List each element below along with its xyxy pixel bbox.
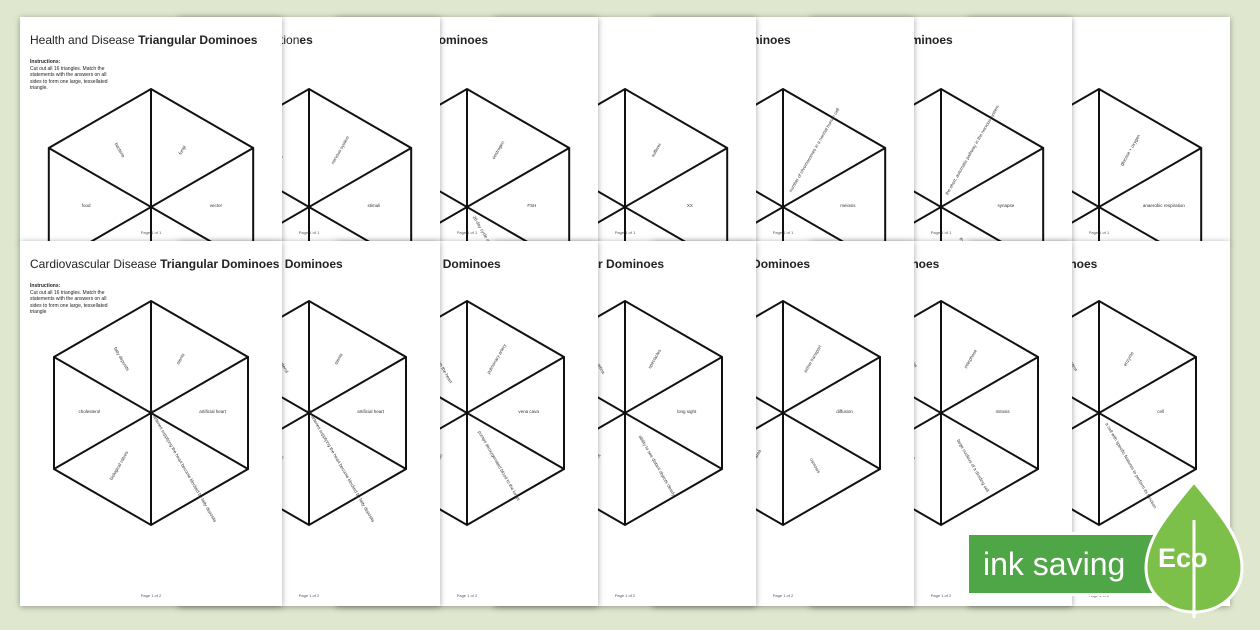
domino-label: anaerobic respiration <box>1143 203 1186 208</box>
instructions: Instructions:Cut out all 16 triangles. M… <box>30 59 116 92</box>
page-number: Page 1 of 1 <box>772 230 794 235</box>
domino-label: fungi <box>178 145 187 156</box>
page-number: Page 1 of 1 <box>298 230 320 235</box>
page-number: Page 1 of 1 <box>1088 230 1110 235</box>
page-number: Page 1 of 2 <box>772 593 794 598</box>
domino-label: XX <box>687 203 693 208</box>
domino-label: artificial heart <box>199 409 227 414</box>
domino-label: long sight <box>677 409 697 414</box>
page-number: Page 1 of 1 <box>614 230 636 235</box>
page-number: Page 1 of 1 <box>456 230 478 235</box>
domino-label: synapse <box>998 203 1015 208</box>
instructions-heading: Instructions: <box>30 59 61 65</box>
instructions-text: Cut out all 16 triangles. Match the stat… <box>30 289 108 316</box>
domino-label: cholesterol <box>79 409 101 414</box>
triangle-divider <box>53 356 249 470</box>
domino-label: diffusion <box>836 409 853 414</box>
title-text: Health and Disease <box>30 33 139 47</box>
eco-leaf-icon <box>1144 480 1244 618</box>
domino-label: food <box>82 203 91 208</box>
page-number: Page 1 of 2 <box>140 593 162 598</box>
page-number: Page 1 of 2 <box>614 593 636 598</box>
instructions-text: Cut out all 16 triangles. Match the stat… <box>30 65 108 92</box>
title-text: Cardiovascular Disease <box>30 257 161 271</box>
badge-text: ink saving <box>983 545 1126 582</box>
instructions-heading: Instructions: <box>30 283 61 289</box>
domino-label: artificial heart <box>357 409 385 414</box>
page-number: Page 1 of 2 <box>456 593 478 598</box>
domino-label: cell <box>1157 409 1164 414</box>
worksheet-title: Cardiovascular Disease Triangular Domino… <box>30 257 280 271</box>
domino-label: stents <box>175 352 186 366</box>
domino-label: meiosis <box>840 203 856 208</box>
triangle-divider <box>48 147 216 243</box>
worksheet-page: Cardiovascular Disease Triangular Domino… <box>20 241 282 606</box>
instructions: Instructions:Cut out all 16 triangles. M… <box>30 283 116 316</box>
title-bold-text: Triangular Dominoes <box>160 257 280 271</box>
eco-leaf-label: Eco <box>1158 543 1208 573</box>
page-number: Page 1 of 2 <box>930 593 952 598</box>
domino-hexagon: fungivectore.g. skin or hairSTIfoodbacte… <box>47 87 255 243</box>
worksheet-page: Health and Disease Triangular Dominoes fu… <box>20 17 282 243</box>
page-number: Page 1 of 2 <box>298 593 320 598</box>
domino-label: stimuli <box>368 203 381 208</box>
domino-label: mitosis <box>996 409 1011 414</box>
domino-label: vector <box>210 203 223 208</box>
domino-label: vena cava <box>518 409 539 414</box>
title-bold-text: es <box>299 33 313 47</box>
domino-label: FSH <box>527 203 536 208</box>
title-bold-text: Triangular Dominoes <box>138 33 258 47</box>
page-number: Page 1 of 1 <box>930 230 952 235</box>
worksheet-title: Health and Disease Triangular Dominoes <box>30 33 276 47</box>
page-number: Page 1 of 1 <box>140 230 162 235</box>
domino-label: stents <box>333 352 344 366</box>
